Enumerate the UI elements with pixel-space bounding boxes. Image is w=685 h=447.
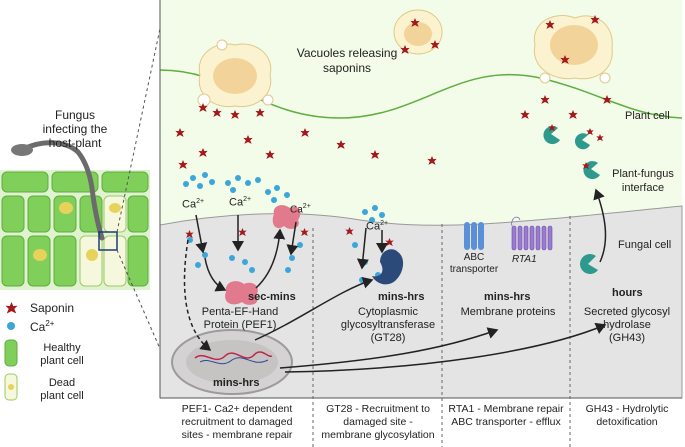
calcium-sup: 2+: [45, 319, 55, 328]
plant-tissue-illustration: [0, 4, 179, 391]
plant-cell-label: Plant cell: [625, 110, 670, 122]
left-panel-title: Fungus infecting the host-plant: [5, 108, 145, 150]
gh43-enzyme-icons: [543, 126, 600, 274]
pef1-recruited-icon: [272, 205, 301, 229]
calcium-ions: [183, 172, 385, 283]
caption-gt28: GT28 - Recruitment to damaged site - mem…: [315, 403, 441, 442]
caption-pef1-line-2: recruitment to damaged: [181, 416, 293, 428]
calcium-label-1: Ca2+: [182, 198, 204, 211]
vacuole-line-1: Vacuoles releasing: [296, 46, 398, 60]
ca3-sup: 2+: [302, 203, 311, 210]
dead-line-1: Dead: [48, 377, 76, 389]
gh43-line-1: Secreted glycosyl: [583, 306, 671, 318]
legend-healthy-cell-icon: [4, 339, 18, 367]
dead-line-2: plant cell: [40, 390, 84, 402]
vacuoles: [197, 9, 613, 108]
ca1-base: Ca: [182, 198, 197, 211]
abc-line-1: ABC: [463, 252, 485, 263]
legend-saponin-label: Saponin: [30, 301, 75, 315]
caption-pef1-line-1: PEF1- Ca2+ dependent: [181, 403, 293, 415]
calcium-label-3: Ca2+: [290, 203, 311, 215]
interface-line-1: Plant-fungus: [612, 168, 674, 180]
fungal-cell-label: Fungal cell: [618, 239, 672, 251]
rta1-label: RTA1: [512, 254, 537, 265]
column-4-protein: Secreted glycosyl hydrolase (GH43): [574, 306, 680, 345]
vacuole-label: Vacuoles releasing saponins: [272, 46, 422, 76]
column-2-timing: mins-hrs: [378, 291, 425, 303]
pef1-line-2: Protein (PEF1): [203, 319, 277, 331]
abc-transporter-icon: [464, 222, 484, 250]
title-line-2: infecting the: [42, 122, 108, 136]
caption-gt28-line-3: membrane glycosylation: [321, 429, 435, 441]
caption-gt28-line-2: damaged site -: [343, 416, 413, 428]
caption-gh43-line-2: detoxification: [596, 416, 658, 428]
ca4-sup: 2+: [380, 220, 389, 227]
healthy-line-2: plant cell: [40, 355, 84, 367]
legend-calcium-icon: [7, 322, 15, 330]
gt28-line-2: glycosyltransferase: [340, 319, 436, 331]
proteins: [225, 124, 604, 305]
calcium-base: Ca: [30, 320, 46, 334]
interface-label: Plant-fungus interface: [608, 167, 678, 195]
caption-rta1-line-1: RTA1 - Membrane repair: [448, 403, 564, 415]
gt28-line-1: Cytoplasmic: [358, 306, 418, 318]
title-line-3: host-plant: [48, 136, 102, 150]
column-1-protein: Penta-EF-Hand Protein (PEF1): [185, 306, 295, 332]
ca2-sup: 2+: [243, 196, 252, 203]
abc-line-2: transporter: [449, 264, 499, 275]
ca2-base: Ca: [229, 196, 244, 209]
column-4-timing: hours: [612, 287, 643, 299]
caption-gh43-line-1: GH43 - Hydrolytic: [585, 403, 669, 415]
title-line-1: Fungus: [54, 108, 96, 122]
interface-line-2: interface: [621, 182, 665, 194]
caption-gt28-line-1: GT28 - Recruitment to: [326, 403, 430, 415]
legend-calcium-label: Ca2+: [30, 319, 54, 334]
calcium-label-2: Ca2+: [229, 196, 251, 209]
legend-icons: [4, 302, 18, 401]
membrane-line-1: Membrane proteins: [460, 306, 556, 318]
legend-healthy-label: Healthy plant cell: [22, 342, 102, 368]
gt28-protein-icon: [372, 249, 404, 285]
legend-dead-label: Dead plant cell: [22, 377, 102, 403]
caption-pef1-line-3: sites - membrane repair: [181, 429, 293, 441]
calcium-label-4: Ca2+: [366, 220, 388, 233]
ca1-sup: 2+: [196, 198, 205, 205]
column-1-timing: sec-mins: [248, 291, 296, 303]
gh43-line-3: (GH43): [608, 332, 646, 344]
legend-saponin-icon: [5, 302, 18, 314]
gh43-line-2: hydrolase: [603, 319, 651, 331]
vacuole-3: [533, 15, 613, 84]
gt28-line-3: (GT28): [370, 332, 406, 344]
rta1-protein-icon: [511, 216, 553, 251]
column-3-timing: mins-hrs: [484, 291, 531, 303]
abc-transporter-label: ABC transporter: [444, 252, 504, 276]
nucleus-timing-label: mins-hrs: [213, 377, 260, 389]
arrows: [183, 188, 607, 373]
healthy-line-1: Healthy: [43, 342, 81, 354]
vacuole-line-2: saponins: [322, 61, 372, 75]
ca3-base: Ca: [290, 204, 303, 216]
vacuole-1: [197, 39, 274, 108]
pef1-line-1: Penta-EF-Hand: [201, 306, 279, 318]
column-2-protein: Cytoplasmic glycosyltransferase (GT28): [333, 306, 443, 345]
pef1-protein-icon: [225, 281, 258, 305]
caption-pef1: PEF1- Ca2+ dependent recruitment to dama…: [162, 403, 312, 442]
caption-rta1-line-2: ABC transporter - efflux: [451, 416, 561, 428]
ca4-base: Ca: [366, 220, 381, 233]
caption-gh43: GH43 - Hydrolytic detoxification: [571, 403, 683, 429]
vacuole-2: [393, 9, 443, 55]
caption-rta1: RTA1 - Membrane repair ABC transporter -…: [443, 403, 569, 429]
column-3-protein: Membrane proteins: [448, 306, 568, 318]
